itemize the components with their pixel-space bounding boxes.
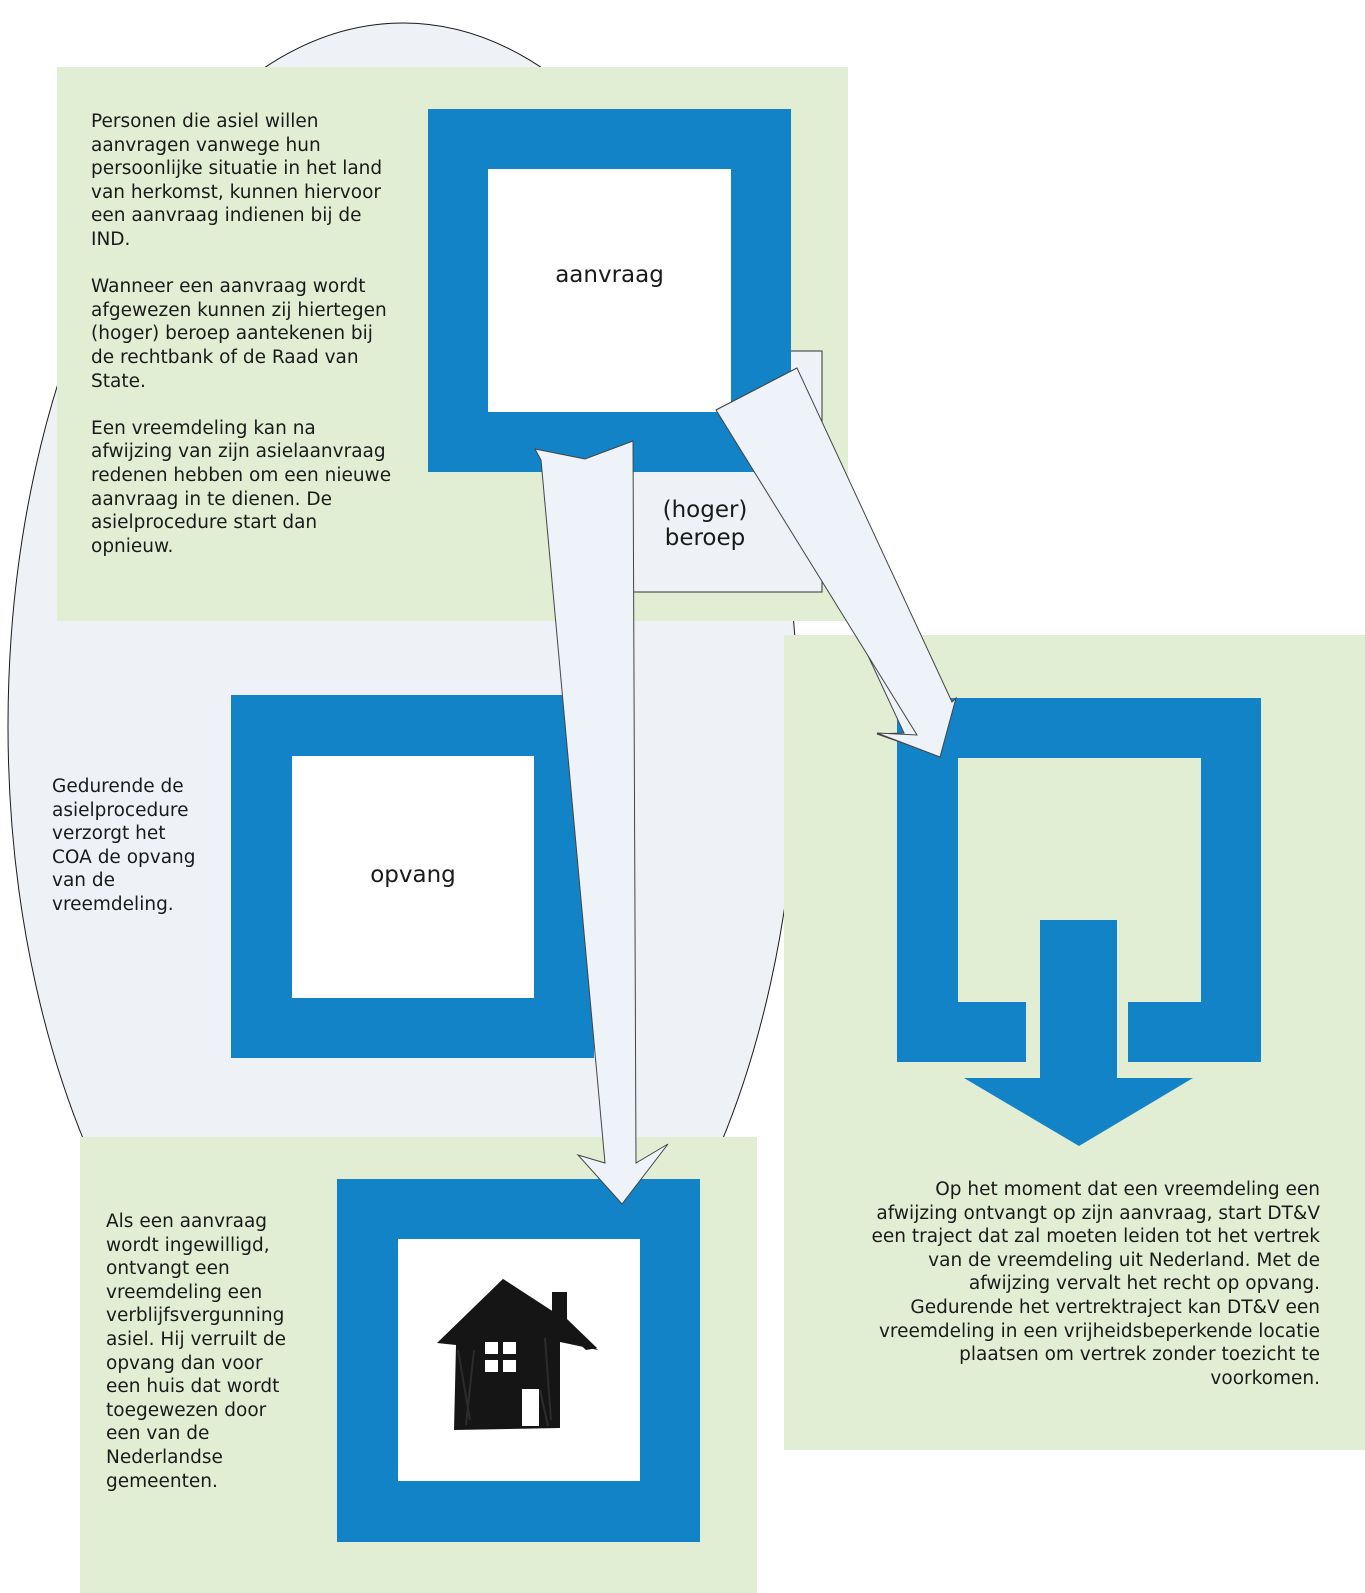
aanvraag-box-inner xyxy=(488,169,731,412)
aanvraag-description: Personen die asiel willen aanvragen vanw… xyxy=(91,110,421,558)
hoger-beroep-label: (hoger) beroep xyxy=(640,496,770,552)
aanvraag-label: aanvraag xyxy=(488,262,731,288)
ingewilligd-description: Als een aanvraag wordt ingewilligd, ontv… xyxy=(106,1210,326,1493)
opvang-description: Gedurende de asielprocedure verzorgt het… xyxy=(52,775,222,917)
afwijzing-description: Op het moment dat een vreemdeling een af… xyxy=(800,1178,1320,1390)
opvang-label: opvang xyxy=(292,862,534,888)
